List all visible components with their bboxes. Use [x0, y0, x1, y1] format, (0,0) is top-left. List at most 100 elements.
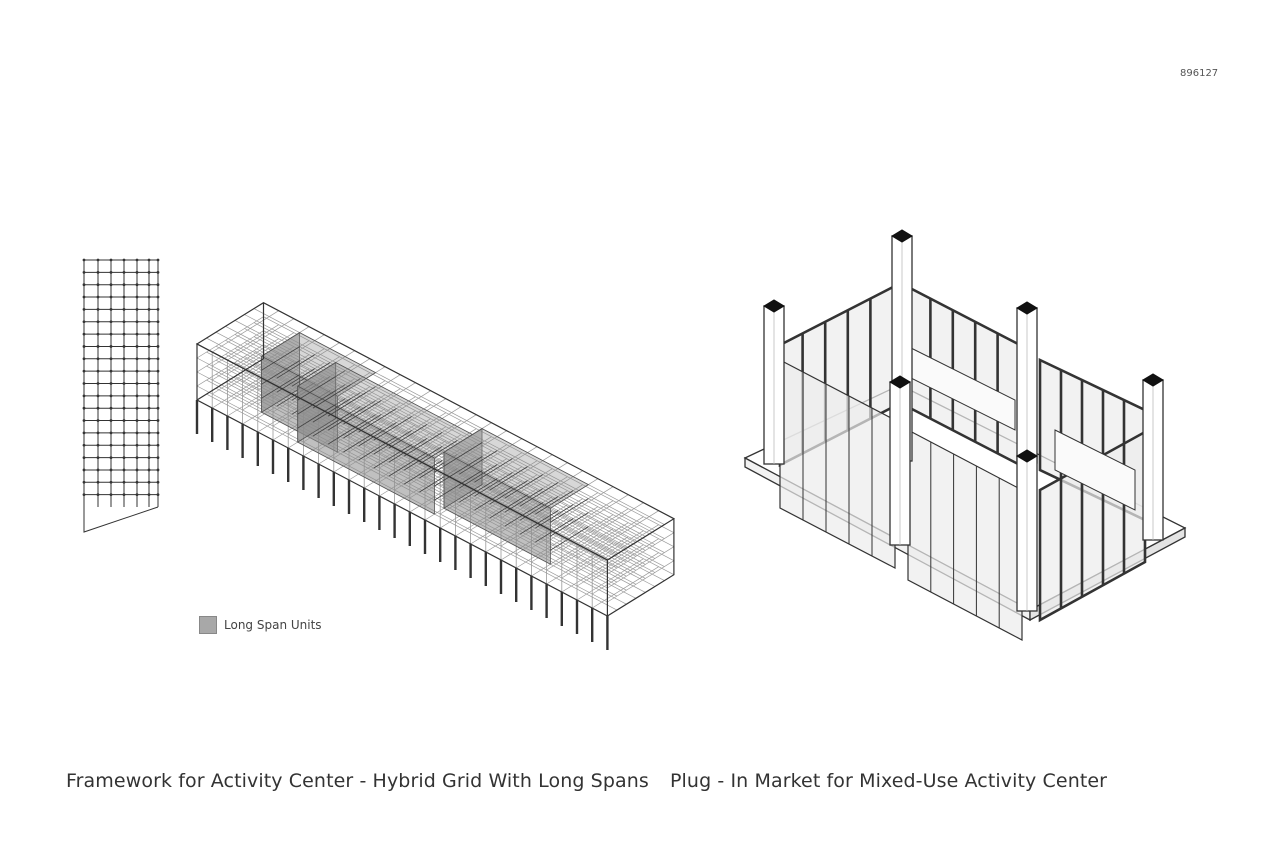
plan-grid-node	[156, 345, 160, 348]
column-cap	[1016, 449, 1038, 463]
plan-grid-node	[156, 456, 160, 459]
plan-grid-node	[82, 406, 86, 410]
plan-grid-node	[96, 443, 100, 447]
plan-grid-node	[156, 406, 160, 410]
framework-beam	[196, 344, 264, 387]
plan-grid-node	[147, 456, 151, 459]
legend-swatch	[199, 616, 217, 634]
column-cap	[1142, 373, 1164, 387]
plan-grid-node	[156, 283, 160, 287]
plan-grid-node	[82, 468, 86, 472]
framework-beam	[196, 316, 264, 359]
plan-grid-node	[156, 270, 160, 274]
plan-grid-node	[109, 419, 113, 422]
long-span-truss	[550, 498, 589, 523]
plan-grid-node	[82, 443, 86, 447]
market-counter	[1054, 429, 1136, 511]
framework-beam	[592, 552, 659, 595]
framework-beam	[576, 544, 644, 587]
long-span-truss	[343, 414, 382, 439]
framework-beam	[576, 558, 644, 601]
plan-grid-node	[109, 369, 113, 373]
plan-grid-node	[135, 382, 139, 385]
plan-grid-node	[156, 369, 160, 373]
framework-beam	[263, 316, 675, 534]
plan-grid-node	[122, 431, 126, 435]
plan-grid-node	[82, 394, 86, 398]
long-span-truss	[550, 512, 589, 537]
plan-grid-node	[82, 382, 86, 385]
long-span-truss	[388, 424, 428, 449]
long-span-truss	[297, 404, 336, 429]
plan-grid-node	[147, 332, 151, 336]
plan-grid-node	[109, 431, 113, 435]
long-span-truss	[358, 436, 397, 461]
plan-grid-node	[156, 332, 160, 336]
plan-grid-node	[135, 480, 139, 484]
plan-grid-node	[96, 406, 100, 410]
long-span-truss	[327, 392, 367, 417]
plan-grid-node	[147, 419, 151, 422]
plan-grid-node	[147, 258, 151, 262]
plan-grid-node	[147, 308, 151, 311]
plan-grid-node	[82, 320, 86, 324]
plan-grid-node	[147, 357, 151, 361]
long-span-truss	[358, 408, 397, 433]
plan-grid-node	[109, 394, 113, 398]
plan-grid-node	[96, 382, 100, 385]
long-span-truss	[327, 420, 367, 445]
plan-grid-node	[96, 308, 100, 311]
plug-in-market-axonometric	[743, 229, 1187, 641]
long-span-truss	[261, 346, 300, 371]
plan-grid-node	[82, 258, 86, 262]
long-span-truss	[312, 384, 352, 409]
plan-grid-node	[122, 295, 126, 299]
plan-grid-node	[82, 270, 86, 274]
plan-grid-node	[96, 283, 100, 287]
plan-grid-node	[82, 345, 86, 348]
plan-grid-node	[96, 258, 100, 262]
plan-grid-node	[156, 394, 160, 398]
long-span-truss	[458, 478, 498, 503]
plan-grid-node	[156, 308, 160, 311]
plan-grid-node	[96, 419, 100, 422]
plan-grid-node	[109, 493, 113, 497]
long-span-truss	[504, 488, 544, 513]
framework-beam	[244, 328, 656, 545]
plan-grid-node	[156, 357, 160, 361]
plan-grid-node	[147, 480, 151, 484]
plan-grid-node	[96, 270, 100, 274]
long-span-truss	[388, 452, 428, 477]
plan-grid-node	[82, 332, 86, 336]
plan-grid-node	[109, 295, 113, 299]
plan-grid-node	[96, 357, 100, 361]
plan-grid-node	[122, 283, 126, 287]
long-span-truss	[519, 482, 559, 507]
plan-grid-node	[82, 419, 86, 422]
plan-grid-node	[122, 480, 126, 484]
plan-grid-node	[135, 308, 139, 311]
long-span-truss	[373, 430, 412, 455]
framework-axonometric	[195, 302, 676, 650]
plan-grid-node	[147, 270, 151, 274]
plan-grid-node	[147, 369, 151, 373]
long-span-truss	[550, 526, 589, 551]
plan-grid-node	[96, 369, 100, 373]
long-span-truss	[489, 480, 528, 505]
plan-grid-node	[135, 332, 139, 336]
plan-grid-node	[109, 332, 113, 336]
framework-outline	[607, 518, 675, 617]
plan-grid-node	[135, 394, 139, 398]
plan-grid-node	[82, 493, 86, 497]
long-span-truss	[343, 400, 382, 425]
legend-label: Long Span Units	[224, 618, 322, 632]
plan-grid-node	[122, 382, 126, 385]
long-span-truss	[534, 518, 574, 543]
plan-grid-node	[135, 369, 139, 373]
plan-grid-node	[96, 456, 100, 459]
long-span-truss	[297, 390, 336, 415]
plan-grid-node	[135, 345, 139, 348]
framework-beam	[607, 546, 675, 589]
long-span-truss	[403, 460, 443, 485]
plan-grid-node	[156, 443, 160, 447]
